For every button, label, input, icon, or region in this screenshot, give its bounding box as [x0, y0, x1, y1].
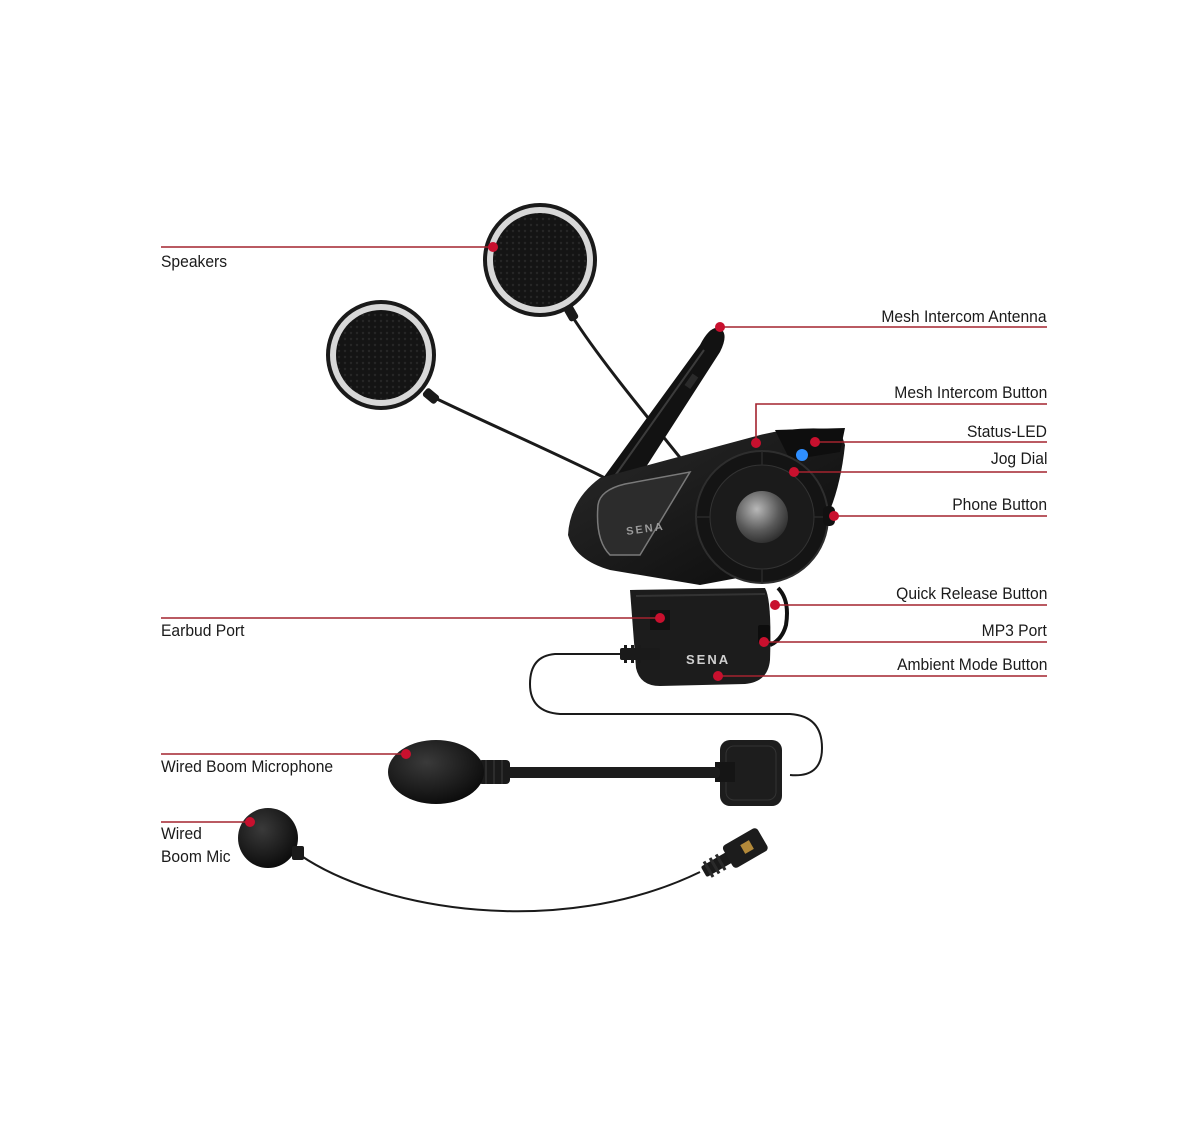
status-led-light [796, 449, 808, 461]
label-earbud-port: Earbud Port [161, 621, 245, 640]
dot-mesh-antenna [715, 322, 725, 332]
dot-ambient-mode [713, 671, 723, 681]
label-speakers: Speakers [161, 252, 228, 271]
dot-phone-button [829, 511, 839, 521]
label-quick-release-button: Quick Release Button [895, 584, 1047, 603]
speaker-cables [433, 314, 692, 480]
wired-boom-microphone [388, 740, 782, 806]
dot-mesh-button [751, 438, 761, 448]
label-wired-boom-mic-line1: Wired [161, 824, 202, 843]
leader-dots [245, 242, 839, 827]
label-mp3-port: MP3 Port [981, 621, 1047, 640]
dot-wired-boom-microphone [401, 749, 411, 759]
dot-quick-release [770, 600, 780, 610]
label-ambient-mode-button: Ambient Mode Button [896, 655, 1047, 674]
label-wired-boom-microphone: Wired Boom Microphone [161, 757, 334, 776]
label-wired-boom-mic-line2: Boom Mic [161, 847, 231, 866]
speaker-lower [326, 300, 440, 410]
leader-lines [161, 246, 1047, 823]
wired-boom-mic-small [238, 808, 768, 913]
mesh-antenna [598, 327, 725, 495]
dot-status-led [810, 437, 820, 447]
dot-jog-dial [789, 467, 799, 477]
label-mesh-intercom-antenna: Mesh Intercom Antenna [881, 307, 1047, 326]
main-unit [568, 428, 845, 686]
label-status-led: Status-LED [967, 422, 1047, 441]
label-wired-boom-mic: Wired Boom Mic [161, 822, 231, 868]
dot-wired-boom-mic [245, 817, 255, 827]
brand-mark-clamp: SENA [686, 652, 730, 667]
dot-earbud-port [655, 613, 665, 623]
label-mesh-intercom-button: Mesh Intercom Button [893, 383, 1047, 402]
cable-loop [528, 653, 824, 777]
label-phone-button: Phone Button [952, 495, 1047, 514]
dot-speakers [488, 242, 498, 252]
leader-mesh-button [755, 403, 1047, 443]
label-jog-dial: Jog Dial [990, 449, 1047, 468]
speaker-upper [483, 203, 597, 322]
dot-mp3-port [759, 637, 769, 647]
brand-mark-body: SENA [626, 521, 666, 538]
